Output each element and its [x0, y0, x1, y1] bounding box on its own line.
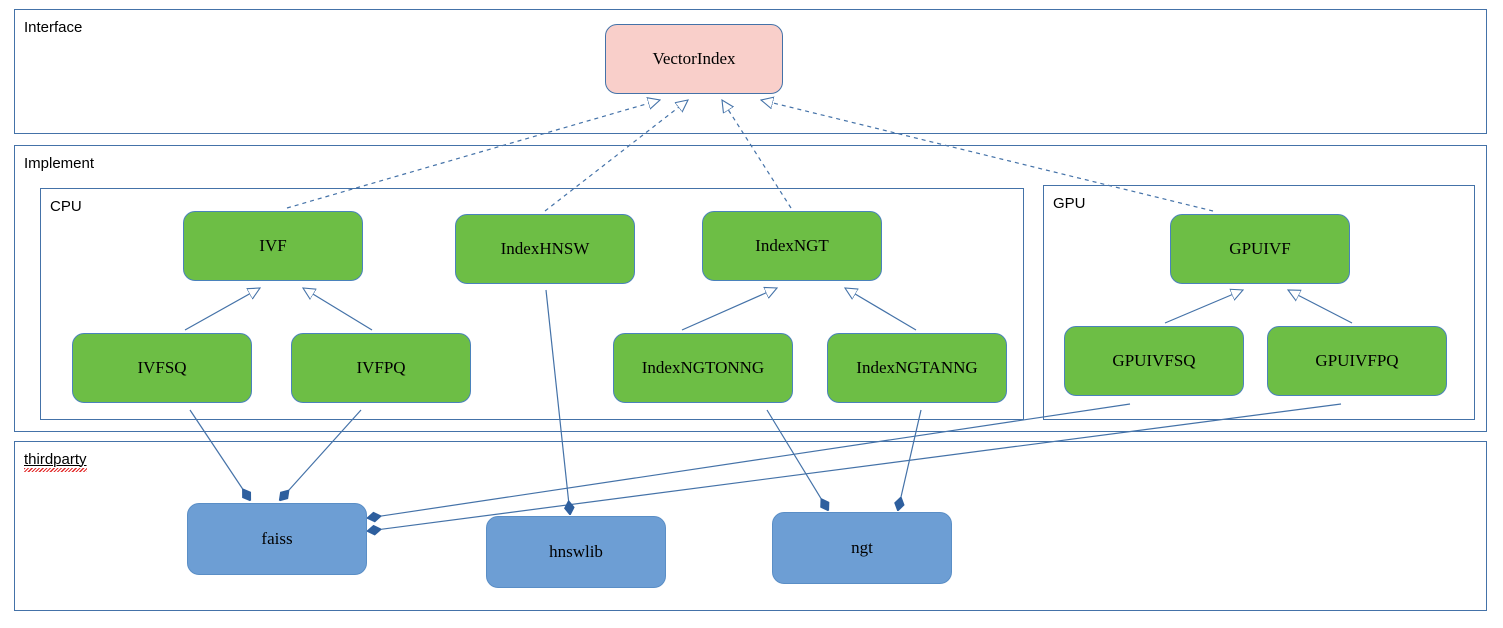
group-label-interface: Interface — [24, 19, 83, 36]
node-indexngt[interactable]: IndexNGT — [702, 211, 882, 281]
node-gpuivfsq[interactable]: GPUIVFSQ — [1064, 326, 1244, 396]
group-label-cpu: CPU — [50, 198, 82, 215]
node-faiss[interactable]: faiss — [187, 503, 367, 575]
group-label-gpu: GPU — [1053, 195, 1086, 212]
node-hnswlib[interactable]: hnswlib — [486, 516, 666, 588]
node-ivf[interactable]: IVF — [183, 211, 363, 281]
node-vectorindex[interactable]: VectorIndex — [605, 24, 783, 94]
node-ivfpq[interactable]: IVFPQ — [291, 333, 471, 403]
group-label-implement: Implement — [24, 155, 95, 172]
node-ngt[interactable]: ngt — [772, 512, 952, 584]
node-indexngtonng[interactable]: IndexNGTONNG — [613, 333, 793, 403]
spellcheck-squiggle-icon — [24, 468, 87, 472]
node-ivfsq[interactable]: IVFSQ — [72, 333, 252, 403]
node-gpuivfpq[interactable]: GPUIVFPQ — [1267, 326, 1447, 396]
node-indexhnsw[interactable]: IndexHNSW — [455, 214, 635, 284]
group-label-thirdparty: thirdparty — [24, 451, 87, 468]
node-indexngtanng[interactable]: IndexNGTANNG — [827, 333, 1007, 403]
node-gpuivf[interactable]: GPUIVF — [1170, 214, 1350, 284]
